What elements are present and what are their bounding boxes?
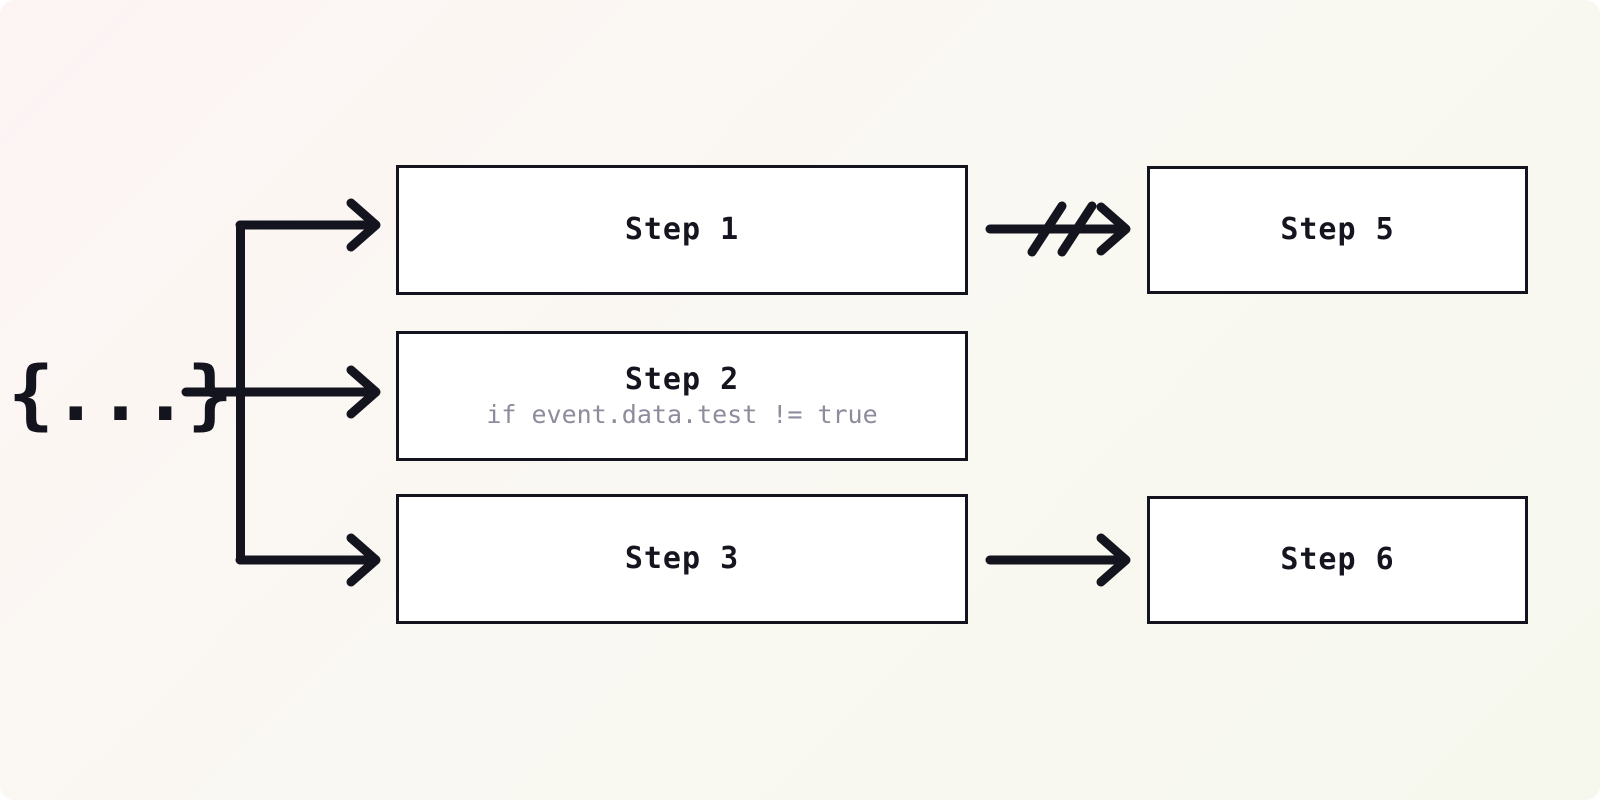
node-step1[interactable]: Step 1 (396, 165, 968, 295)
node-step2-condition: if event.data.test != true (486, 399, 878, 429)
node-step5-title: Step 5 (1280, 212, 1395, 248)
edge-fork-to-step1-arrowhead (346, 198, 381, 252)
edge-fork-to-step2-arrowhead (346, 365, 381, 419)
node-step2-title: Step 2 (624, 362, 740, 397)
node-step2[interactable]: Step 2 if event.data.test != true (396, 331, 968, 461)
edge-step3-to-step6-arrowhead (1096, 533, 1131, 587)
node-step6[interactable]: Step 6 (1147, 496, 1528, 624)
node-step1-title: Step 1 (624, 212, 740, 248)
event-payload-glyph: {...} (8, 349, 233, 438)
node-step6-title: Step 6 (1280, 542, 1395, 578)
edge-fork-to-step3-arrowhead (346, 533, 381, 587)
edge-step1-to-step5-arrowhead (1096, 202, 1131, 256)
node-step3-title: Step 3 (624, 541, 740, 577)
edge-step1-to-step5-break-mark-2 (1057, 201, 1097, 257)
node-step3[interactable]: Step 3 (396, 494, 968, 624)
edge-step1-to-step5-break-mark-1 (1027, 201, 1067, 257)
node-step5[interactable]: Step 5 (1147, 166, 1528, 294)
